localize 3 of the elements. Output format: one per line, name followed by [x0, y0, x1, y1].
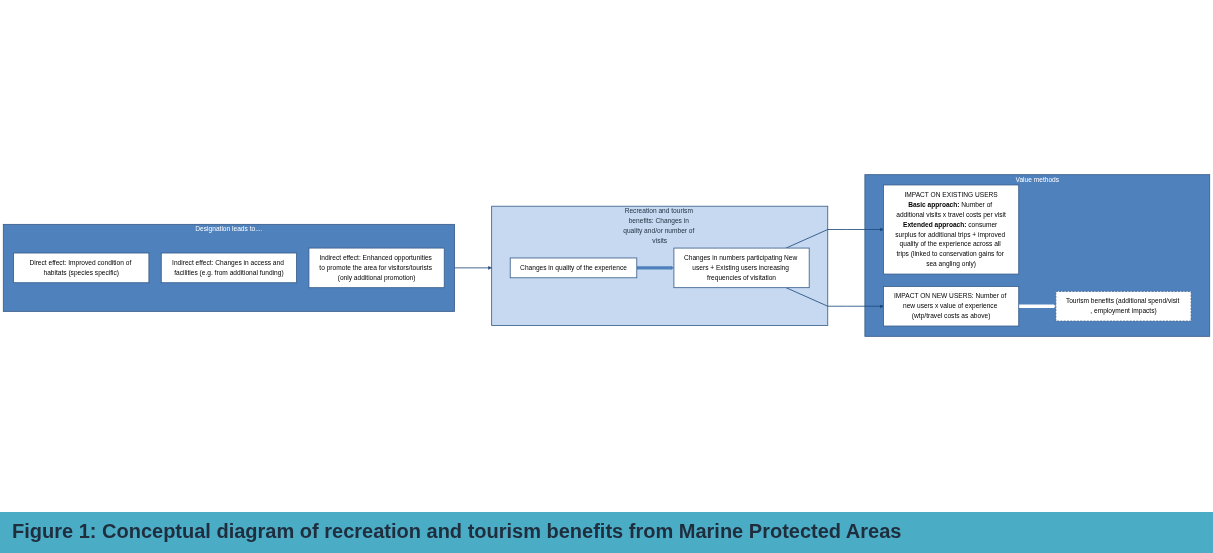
figure-caption: Figure 1: Conceptual diagram of recreation and tourism benefits from Marine Protected Areas — [12, 520, 902, 542]
arrow — [636, 265, 675, 270]
arrow — [1018, 303, 1056, 308]
